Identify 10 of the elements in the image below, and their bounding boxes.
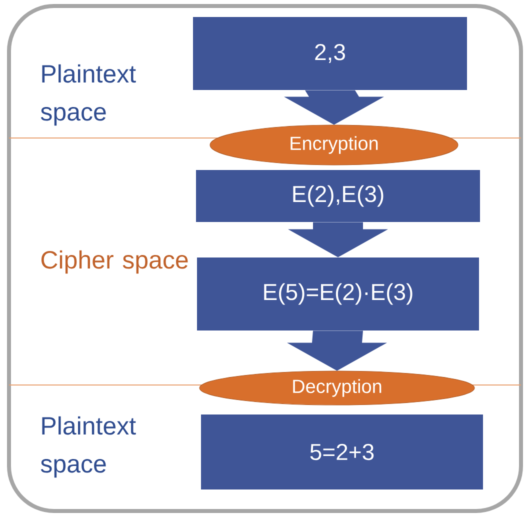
- block-arrow: [288, 222, 388, 258]
- section-label: Cipher space: [41, 250, 188, 274]
- process-box: E(2),E(3): [196, 170, 480, 222]
- process-box: 2,3: [193, 17, 467, 90]
- block-arrow: [287, 330, 387, 371]
- section-label: Plaintext space: [40, 64, 136, 126]
- block-arrow: [284, 90, 384, 125]
- process-box: 5=2+3: [201, 414, 483, 490]
- process-box: E(5)=E(2)·E(3): [197, 258, 479, 330]
- section-label: Plaintext space: [40, 416, 136, 478]
